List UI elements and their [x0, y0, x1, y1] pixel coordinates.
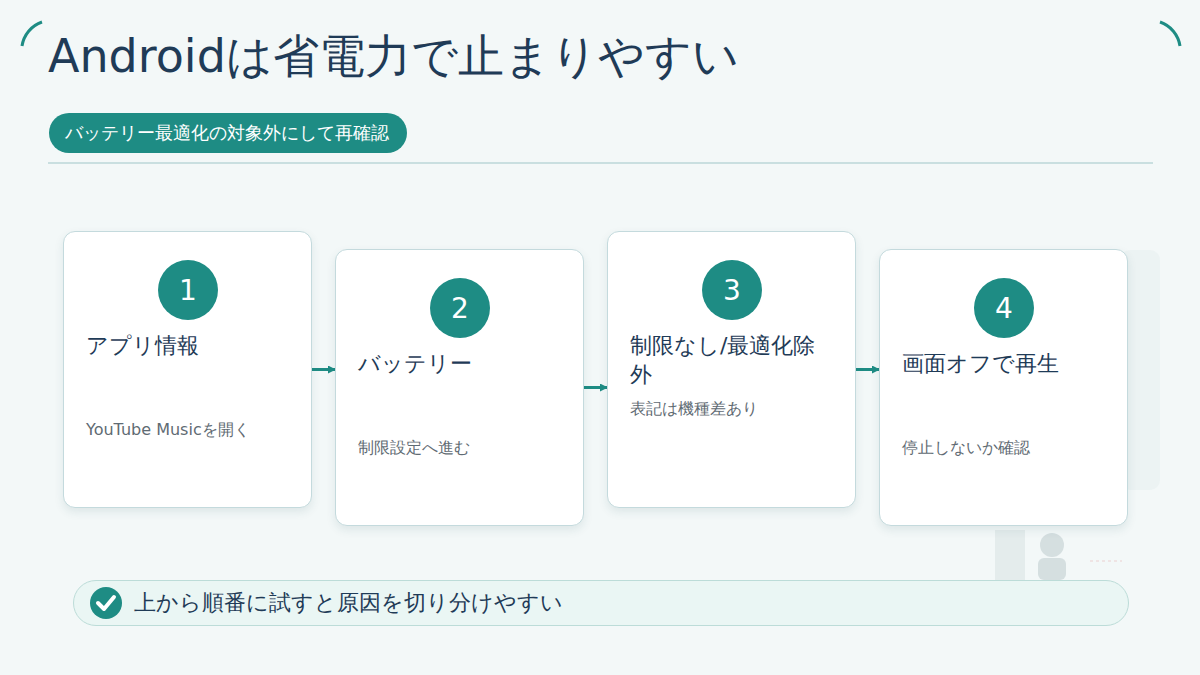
- step-number: 2: [430, 278, 490, 338]
- step-arrow: [856, 368, 879, 371]
- step-note: 制限設定へ進む: [358, 438, 569, 459]
- step-note: 表記は機種差あり: [630, 399, 841, 420]
- step-card: 制限なし/最適化除外表記は機種差あり 3: [607, 231, 856, 508]
- corner-arc: [22, 22, 42, 46]
- step-note: YouTube Musicを開く: [86, 420, 297, 441]
- step-arrow: [312, 368, 335, 371]
- step-arrow: [584, 386, 607, 389]
- step-card: 画面オフで再生停止しないか確認 4: [879, 249, 1128, 526]
- label-text: 上から順番に試すと原因を切り分けやすい: [134, 588, 563, 618]
- slide-title: Androidは省電力で止まりやすい: [48, 26, 739, 88]
- step-heading: バッテリー: [358, 350, 565, 379]
- label-text: バッテリー最適化の対象外にして再確認: [65, 121, 389, 145]
- step-number: 3: [702, 260, 762, 320]
- step-card: アプリ情報 YouTube Musicを開く 1: [63, 231, 312, 508]
- step-heading: 制限なし/最適化除外: [630, 332, 837, 389]
- subtitle-pill: バッテリー最適化の対象外にして再確認: [49, 113, 407, 153]
- divider: [48, 162, 1153, 164]
- step-heading: 画面オフで再生: [902, 350, 1109, 379]
- tip-bar: 上から順番に試すと原因を切り分けやすい: [73, 580, 1129, 626]
- step-number-text: 2: [451, 292, 469, 325]
- corner-arc: [1160, 22, 1180, 46]
- step-number-text: 3: [723, 274, 741, 307]
- step-heading: アプリ情報: [86, 332, 293, 361]
- step-note: 停止しないか確認: [902, 438, 1113, 459]
- step-number: 4: [974, 278, 1034, 338]
- step-number: 1: [158, 260, 218, 320]
- step-card: バッテリー制限設定へ進む 2: [335, 249, 584, 526]
- step-number-text: 1: [179, 274, 197, 307]
- step-number-text: 4: [995, 292, 1013, 325]
- check-icon: [89, 586, 123, 620]
